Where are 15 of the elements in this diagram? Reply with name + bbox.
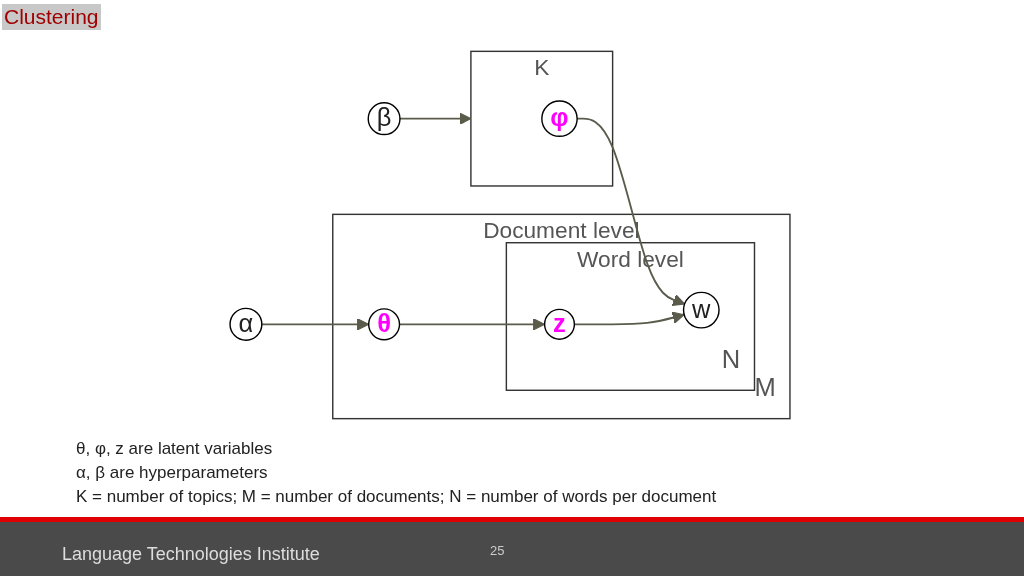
note-text: K = number of topics; M = number of documents; N = number of words per document	[76, 486, 717, 508]
node-circle: θ	[367, 308, 401, 341]
note-text: θ, φ, z are latent variables	[76, 438, 274, 460]
node-circle: β	[367, 102, 401, 136]
plate-label: M	[754, 373, 776, 402]
page-number: 25	[490, 543, 505, 558]
node-circle: φ	[541, 100, 578, 138]
node-circle: α	[229, 307, 263, 341]
footer-text: Language Technologies Institute	[62, 544, 320, 565]
plate-label: N	[721, 344, 741, 374]
arrow	[399, 112, 472, 125]
node-circle: z	[543, 308, 576, 340]
slide-title: Clustering	[2, 4, 101, 30]
note-text: α, β are hyperparameters	[76, 462, 269, 484]
node-circle: w	[682, 291, 720, 329]
